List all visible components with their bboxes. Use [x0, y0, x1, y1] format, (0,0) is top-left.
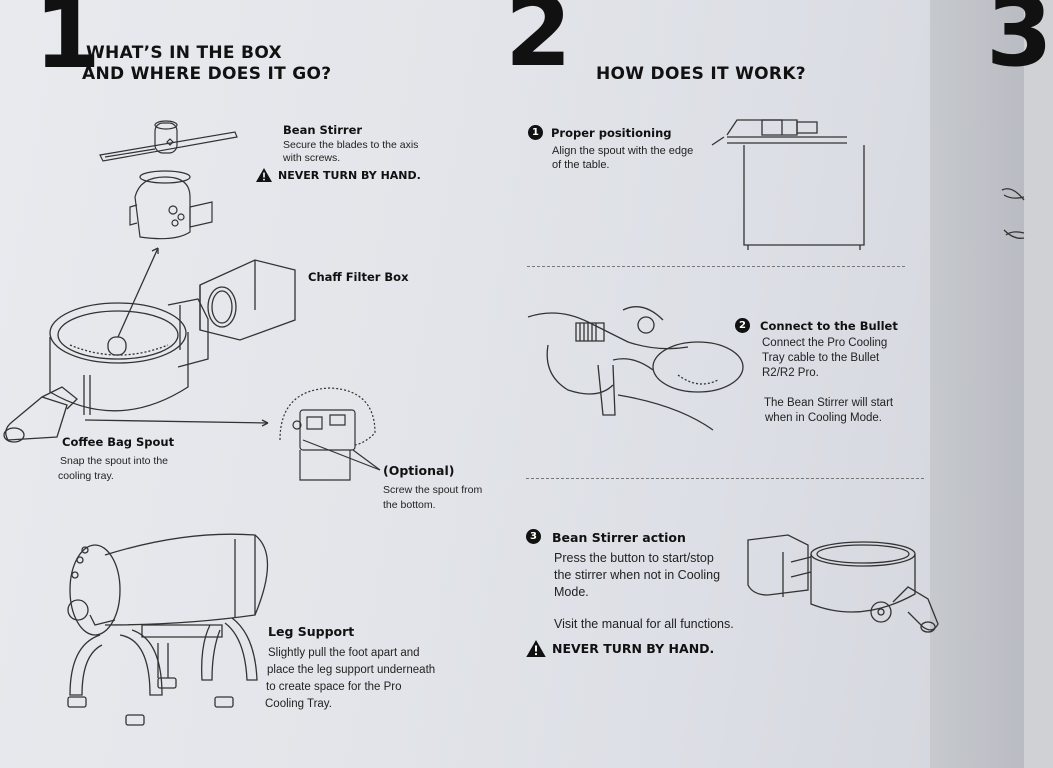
step-3-badge: 3: [526, 529, 541, 544]
optional-desc-1: Screw the spout from: [383, 484, 483, 496]
section-1-title-line1: WHAT’S IN THE BOX: [86, 43, 282, 63]
optional-label: (Optional): [383, 463, 455, 478]
bean-stirrer-warning: NEVER TURN BY HAND.: [256, 168, 421, 182]
instruction-sheet: [0, 0, 1008, 768]
step-3-desc-1: Press the button to start/stop: [554, 551, 714, 565]
bean-stirrer-warning-text: NEVER TURN BY HAND.: [278, 168, 421, 182]
leg-support-label: Leg Support: [268, 624, 355, 639]
step-divider-2: [526, 478, 924, 479]
bean-stirrer-desc-1: Secure the blades to the axis: [283, 139, 419, 151]
step-3-desc-2: the stirrer when not in Cooling: [554, 568, 721, 582]
warning-triangle-icon: [526, 640, 546, 657]
coffee-bag-spout-label: Coffee Bag Spout: [62, 435, 175, 449]
step-3-label: Bean Stirrer action: [552, 530, 686, 545]
step-1-desc-2: of the table.: [552, 159, 610, 171]
section-1-number: 1: [34, 0, 101, 90]
step-1-desc-1: Align the spout with the edge: [552, 145, 694, 157]
leg-support-desc-2: place the leg support underneath: [267, 664, 436, 676]
section-1-title-line2: AND WHERE DOES IT GO?: [82, 64, 332, 84]
step-2-desc-4: The Bean Stirrer will start: [764, 397, 894, 409]
step-2-desc-1: Connect the Pro Cooling: [762, 337, 888, 349]
section-2-title: HOW DOES IT WORK?: [596, 64, 806, 84]
next-panel-edge: [930, 0, 1024, 768]
spout-screw-detail-illustration: [275, 385, 395, 485]
coffee-bag-spout-desc-2: cooling tray.: [58, 470, 114, 482]
section-3-illustration-fragment: [1000, 185, 1024, 245]
chaff-filter-label: Chaff Filter Box: [308, 270, 409, 284]
step-1-label: Proper positioning: [551, 126, 672, 140]
step-2-desc-2: Tray cable to the Bullet: [762, 352, 880, 364]
step-2-desc-5: when in Cooling Mode.: [765, 412, 882, 424]
warning-triangle-icon: [256, 168, 272, 182]
coffee-bag-spout-desc-1: Snap the spout into the: [60, 455, 168, 467]
step-2-badge: 2: [735, 318, 750, 333]
bean-stirrer-illustration: [95, 115, 245, 245]
leg-support-desc-1: Slightly pull the foot apart and: [268, 647, 420, 659]
stirrer-button-illustration: [743, 532, 938, 642]
table-positioning-illustration: [712, 115, 867, 255]
roaster-leg-support-illustration: [60, 525, 280, 730]
bean-stirrer-label: Bean Stirrer: [283, 123, 363, 137]
step-3-desc-4: Visit the manual for all functions.: [554, 617, 734, 631]
section-3-number: 3: [986, 0, 1053, 88]
step-divider-1: [527, 266, 905, 267]
step-2-label: Connect to the Bullet: [760, 319, 898, 333]
bullet-connection-illustration: [528, 305, 718, 435]
cooling-tray-illustration: [0, 245, 310, 455]
optional-desc-2: the bottom.: [383, 499, 436, 511]
step-3-desc-3: Mode.: [554, 585, 589, 599]
step-3-warning: NEVER TURN BY HAND.: [526, 640, 714, 657]
section-2-number: 2: [505, 0, 572, 88]
leg-support-desc-3: to create space for the Pro: [266, 681, 402, 693]
step-2-desc-3: R2/R2 Pro.: [762, 367, 819, 379]
step-3-warning-text: NEVER TURN BY HAND.: [552, 641, 715, 656]
step-1-badge: 1: [528, 125, 543, 140]
bean-stirrer-desc-2: with screws.: [283, 152, 341, 164]
leg-support-desc-4: Cooling Tray.: [265, 698, 332, 710]
